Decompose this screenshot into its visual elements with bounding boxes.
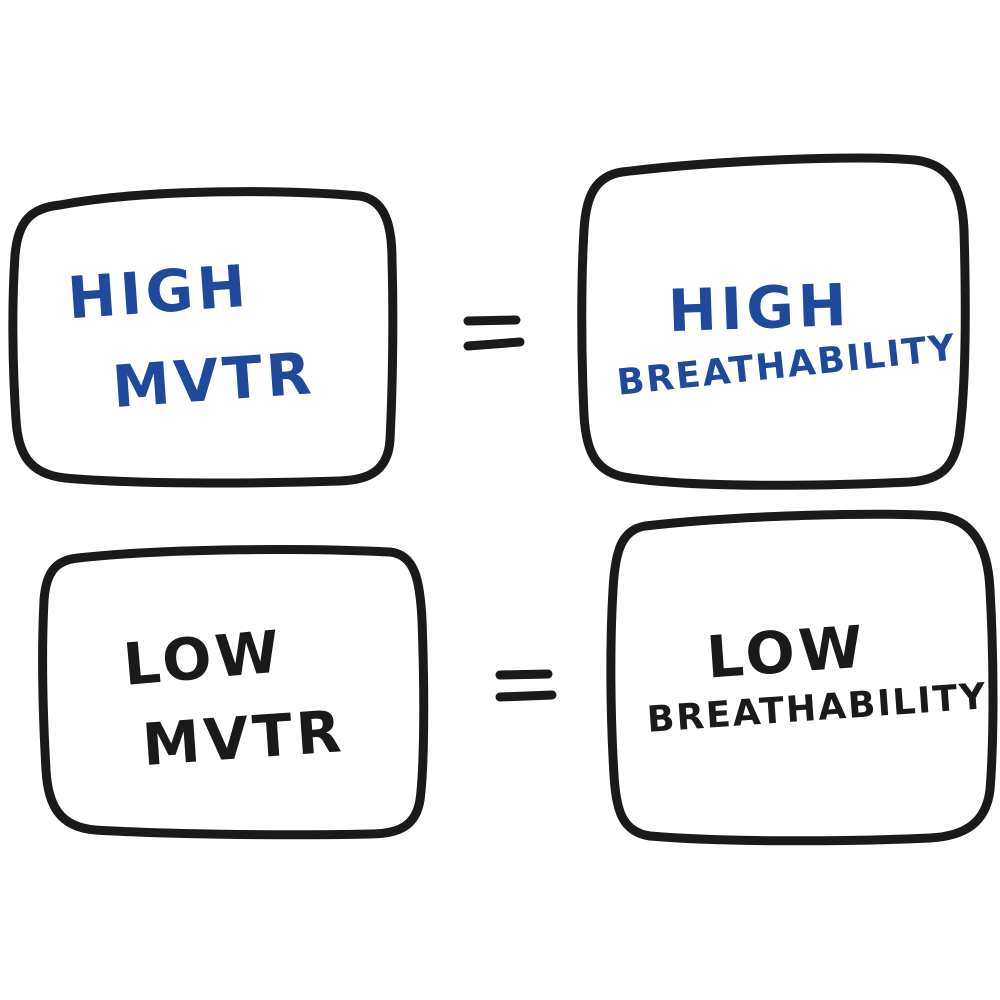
low-breathability-line1: LOW: [704, 613, 869, 692]
equals-sign-high: [463, 315, 525, 351]
high-breathability-box: [577, 153, 970, 490]
low-mvtr-box: [38, 545, 429, 840]
low-mvtr-line2: MVTR: [140, 697, 347, 779]
high-mvtr-box: [8, 187, 398, 488]
equals-bar-top: [495, 669, 553, 680]
row-low: LOW MVTR LOW BREATHABILITY: [38, 509, 998, 846]
equals-bar-top: [463, 315, 521, 326]
equals-bar-bottom: [495, 690, 557, 702]
equals-bar-bottom: [463, 337, 525, 351]
high-mvtr-line1: HIGH: [65, 252, 252, 333]
high-mvtr-line2: MVTR: [110, 339, 317, 421]
low-mvtr-line1: LOW: [121, 617, 286, 699]
row-high: HIGH MVTR HIGH BREATHABILITY: [8, 153, 970, 490]
equals-sign-low: [495, 669, 557, 702]
high-breathability-line1: HIGH: [667, 271, 852, 345]
low-breathability-box: [606, 509, 998, 846]
